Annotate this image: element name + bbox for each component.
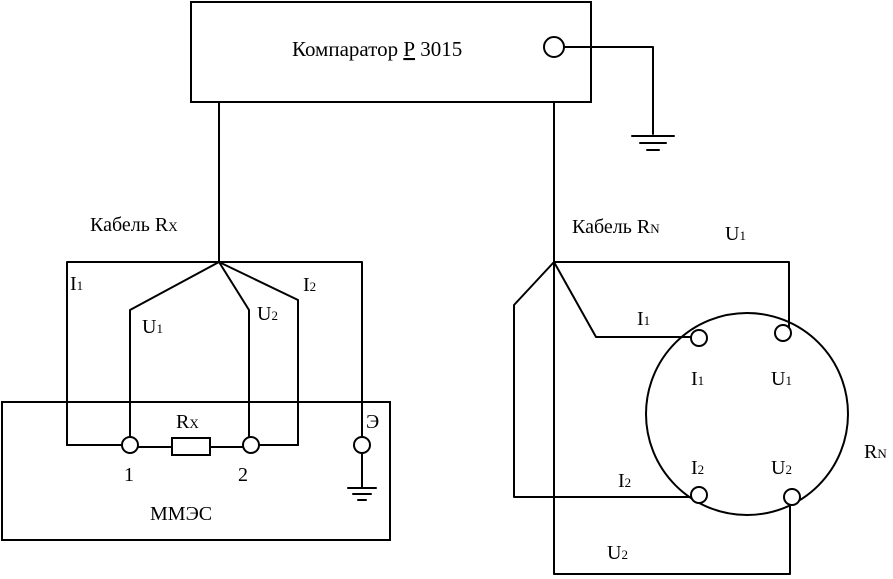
- wire-i2-right: [513, 261, 691, 498]
- cable-rn-label: Кабель RN: [572, 216, 660, 238]
- comparator-ground-wire: [563, 46, 654, 135]
- label-i2-right-wire: I2: [618, 470, 631, 492]
- label-u2-left: U2: [257, 303, 278, 325]
- mmes-terminal-1-label: 1: [124, 464, 134, 486]
- rn-circle: [645, 312, 849, 516]
- rn-label-i1: I1: [691, 368, 704, 390]
- rn-label-i2: I2: [691, 457, 704, 479]
- label-i1-left: I1: [70, 273, 83, 295]
- mmes-screen-label: Э: [366, 411, 379, 433]
- label-u2-right-wire: U2: [607, 542, 628, 564]
- mmes-title: ММЭС: [150, 503, 212, 525]
- rn-label-u1: U1: [771, 368, 792, 390]
- label-u1-right-wire: U1: [725, 223, 746, 245]
- rn-terminal-i1: [690, 329, 708, 347]
- rn-label: RN: [864, 441, 887, 463]
- rn-terminal-i2: [690, 486, 708, 504]
- wire-i2-left: [218, 261, 299, 446]
- label-i1-right-wire: I1: [637, 308, 650, 330]
- label-i2-left: I2: [303, 274, 316, 296]
- mmes-ground-icon: [347, 487, 377, 501]
- mmes-terminal-2: [242, 436, 260, 454]
- rn-terminal-u2: [783, 488, 801, 506]
- comparator-label: Компаратор Р 3015: [292, 37, 462, 61]
- mmes-terminal-1: [121, 436, 139, 454]
- resistor-rx-label: RX: [176, 411, 199, 433]
- rn-terminal-u1: [774, 324, 792, 342]
- comparator-ground-icon: [631, 135, 675, 151]
- comparator-ground-terminal: [543, 36, 565, 58]
- wire-u1-right: [553, 261, 790, 329]
- wire-u2-left: [218, 261, 250, 437]
- label-u1-left: U1: [142, 316, 163, 338]
- wire-u2-right: [553, 261, 791, 575]
- wire-i1-right: [553, 261, 691, 338]
- comparator-box: [190, 1, 592, 103]
- rn-label-u2: U2: [771, 457, 792, 479]
- wire-screen: [218, 261, 363, 446]
- mmes-terminal-2-label: 2: [238, 464, 248, 486]
- resistor-rx: [171, 437, 211, 456]
- mmes-terminal-screen: [353, 436, 371, 454]
- cable-rx-label: Кабель RX: [90, 214, 178, 236]
- wire-u1-left: [129, 261, 220, 437]
- mmes-box: [1, 401, 391, 541]
